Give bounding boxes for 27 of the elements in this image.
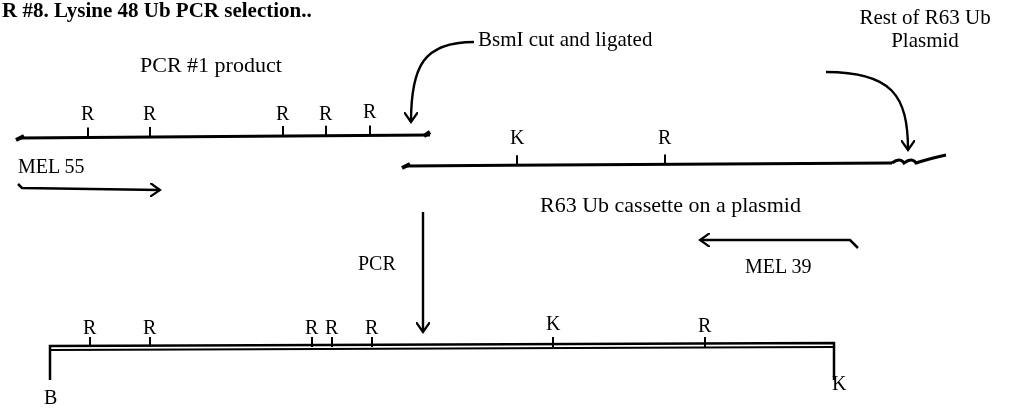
site-label: R [365, 316, 379, 339]
edge-label: PCR [358, 252, 396, 275]
site-label: R [305, 316, 319, 339]
callout-text: BsmI cut and ligated [478, 28, 653, 52]
primer-label: MEL 39 [745, 255, 812, 278]
site-label: R [698, 314, 712, 337]
site-label: K [510, 126, 525, 149]
site-label: R [325, 316, 339, 339]
site-label: K [546, 312, 561, 335]
site-label: R [83, 316, 97, 339]
figure-title: R #8. Lysine 48 Ub PCR selection.. [2, 0, 312, 23]
end-label: B [44, 386, 58, 409]
site-label: R [143, 102, 157, 125]
callout-text: Rest of R63 Ub Plasmid [830, 6, 1020, 53]
site-label: R [363, 100, 377, 123]
site-label: R [658, 126, 672, 149]
site-label: R [276, 102, 290, 125]
fragment-caption: PCR #1 product [140, 52, 282, 78]
process-arrow [414, 212, 432, 334]
fragment-caption: R63 Ub cassette on a plasmid [540, 192, 801, 218]
site-label: R [143, 316, 157, 339]
dna-fragment-drawing [16, 124, 430, 142]
site-label: R [319, 102, 333, 125]
leader-arrow [825, 70, 916, 152]
site-label: R [81, 102, 95, 125]
primer-label: MEL 55 [18, 155, 85, 178]
leader-arrow [403, 40, 475, 124]
